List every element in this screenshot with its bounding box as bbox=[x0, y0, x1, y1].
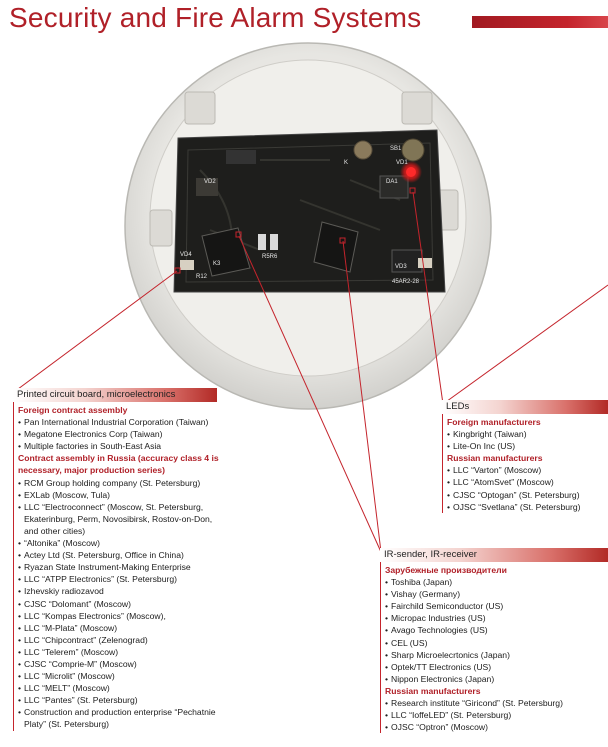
list-item: LLC “MELT” (Moscow) bbox=[18, 682, 228, 694]
housing-clip bbox=[401, 91, 433, 125]
title-accent-bar bbox=[472, 16, 608, 28]
list-item: OJSC “Svetlana” (St. Petersburg) bbox=[447, 501, 608, 513]
list-item: LLC “M-Plata” (Moscow) bbox=[18, 622, 228, 634]
callout-marker bbox=[409, 187, 416, 194]
list-item: CJSC “Optogan” (St. Petersburg) bbox=[447, 489, 608, 501]
led-russia-list: LLC “Varton” (Moscow)LLC “AtomSvet” (Mos… bbox=[447, 464, 608, 512]
list-item: LLC “Microlit” (Moscow) bbox=[18, 670, 228, 682]
pcb-foreign-title: Foreign contract assembly bbox=[18, 405, 128, 415]
list-item: Lite-On Inc (US) bbox=[447, 440, 608, 452]
board-label: SB1 bbox=[390, 146, 402, 152]
led-box-header: LEDs bbox=[442, 400, 608, 414]
pcb-box-body: Foreign contract assembly Pan Internatio… bbox=[13, 402, 228, 731]
list-item: Toshiba (Japan) bbox=[385, 576, 608, 588]
housing-clip bbox=[149, 209, 173, 247]
page-title: Security and Fire Alarm Systems bbox=[9, 2, 422, 33]
list-item: Research institute “Giricond” (St. Peter… bbox=[385, 697, 608, 709]
board-label: K3 bbox=[213, 261, 221, 267]
board-label: 45АR2-28 bbox=[392, 279, 420, 285]
list-item: EXLab (Moscow, Tula) bbox=[18, 489, 228, 501]
ir-russia-list: Research institute “Giricond” (St. Peter… bbox=[385, 697, 608, 733]
circuit-board bbox=[173, 129, 446, 293]
list-item: CJSC “Comprie-M” (Moscow) bbox=[18, 658, 228, 670]
list-item: LLC “Electroconnect” (Moscow, St. Peters… bbox=[18, 501, 228, 537]
list-item: LLC “Telerem” (Moscow) bbox=[18, 646, 228, 658]
list-item: CJSC “Dolomant” (Moscow) bbox=[18, 598, 228, 610]
pcb-russia-list: RCM Group holding company (St. Petersbur… bbox=[18, 477, 228, 731]
list-item: LLC “Pantes” (St. Petersburg) bbox=[18, 694, 228, 706]
ir-box-header: IR-sender, IR-receiver bbox=[380, 548, 608, 562]
board-label: VD1 bbox=[396, 160, 408, 166]
led-foreign-list: Kingbright (Taiwan)Lite-On Inc (US) bbox=[447, 428, 608, 452]
leader-line-pcb bbox=[13, 270, 178, 393]
pcb-info-box: Printed circuit board, microelectronics … bbox=[13, 388, 228, 731]
leader-line-ir bbox=[238, 235, 382, 553]
list-item: Avago Technologies (US) bbox=[385, 624, 608, 636]
list-item: Micropac Industries (US) bbox=[385, 612, 608, 624]
list-item: LLC “Kompas Electronics” (Moscow), bbox=[18, 610, 228, 622]
ir-box-body: Зарубежные производители Toshiba (Japan)… bbox=[380, 562, 608, 733]
board-label: R5R6 bbox=[262, 254, 278, 260]
leader-line-ir bbox=[342, 240, 382, 553]
ir-foreign-list: Toshiba (Japan)Vishay (Germany)Fairchild… bbox=[385, 576, 608, 685]
leader-line-led bbox=[412, 191, 444, 405]
list-item: Sharp Microelecrtonics (Japan) bbox=[385, 649, 608, 661]
board-label: K bbox=[344, 160, 348, 166]
callout-marker bbox=[174, 267, 181, 274]
list-item: Ryazan State Instrument-Making Enterpris… bbox=[18, 561, 228, 573]
pcb-box-header: Printed circuit board, microelectronics bbox=[13, 388, 217, 402]
list-item: Izhevskiy radiozavod bbox=[18, 585, 228, 597]
list-item: LLC “ATPP Electronics” (St. Petersburg) bbox=[18, 573, 228, 585]
list-item: “Altonika” (Moscow) bbox=[18, 537, 228, 549]
list-item: Vishay (Germany) bbox=[385, 588, 608, 600]
led-info-box: LEDs Foreign manufacturers Kingbright (T… bbox=[442, 400, 608, 513]
ir-info-box: IR-sender, IR-receiver Зарубежные произв… bbox=[380, 548, 608, 733]
board-label: VD2 bbox=[204, 179, 216, 185]
callout-marker bbox=[235, 231, 242, 238]
led bbox=[406, 167, 416, 177]
list-item: OJSC “Optron” (Moscow) bbox=[385, 721, 608, 733]
ir-russia-title: Russian manufacturers bbox=[385, 685, 481, 696]
list-item: Kingbright (Taiwan) bbox=[447, 428, 608, 440]
list-item: LLC “AtomSvet” (Moscow) bbox=[447, 476, 608, 488]
board-label: VD4 bbox=[180, 252, 192, 258]
list-item: Construction and production enterprise “… bbox=[18, 706, 228, 730]
led-foreign-title: Foreign manufacturers bbox=[447, 417, 541, 427]
list-item: LLC “Chipcontract” (Zelenograd) bbox=[18, 634, 228, 646]
list-item: Megatone Electronics Corp (Taiwan) bbox=[18, 428, 228, 440]
list-item: CEL (US) bbox=[385, 637, 608, 649]
list-item: Actey Ltd (St. Petersburg, Office in Chi… bbox=[18, 549, 228, 561]
list-item: Nippon Electronics (Japan) bbox=[385, 673, 608, 685]
list-item: LLC “Varton” (Moscow) bbox=[447, 464, 608, 476]
ir-foreign-title: Зарубежные производители bbox=[385, 565, 507, 575]
list-item: RCM Group holding company (St. Petersbur… bbox=[18, 477, 228, 489]
leader-line-led bbox=[442, 284, 608, 405]
board-label: R12 bbox=[196, 274, 208, 280]
callout-marker bbox=[339, 237, 346, 244]
list-item: LLC “IoffeLED” (St. Petersburg) bbox=[385, 709, 608, 721]
housing-clip bbox=[184, 91, 216, 125]
board-label: VD3 bbox=[395, 264, 407, 270]
list-item: Fairchild Semiconductor (US) bbox=[385, 600, 608, 612]
list-item: Optek/TT Electronics (US) bbox=[385, 661, 608, 673]
led-russia-title: Russian manufacturers bbox=[447, 453, 543, 464]
pcb-foreign-list: Pan International Industrial Corporation… bbox=[18, 416, 228, 452]
list-item: Pan International Industrial Corporation… bbox=[18, 416, 228, 428]
pcb-russia-title: Contract assembly in Russia (accuracy cl… bbox=[18, 453, 219, 476]
list-item: Multiple factories in South-East Asia bbox=[18, 440, 228, 452]
board-label: DA1 bbox=[386, 179, 398, 185]
led-box-body: Foreign manufacturers Kingbright (Taiwan… bbox=[442, 414, 608, 513]
